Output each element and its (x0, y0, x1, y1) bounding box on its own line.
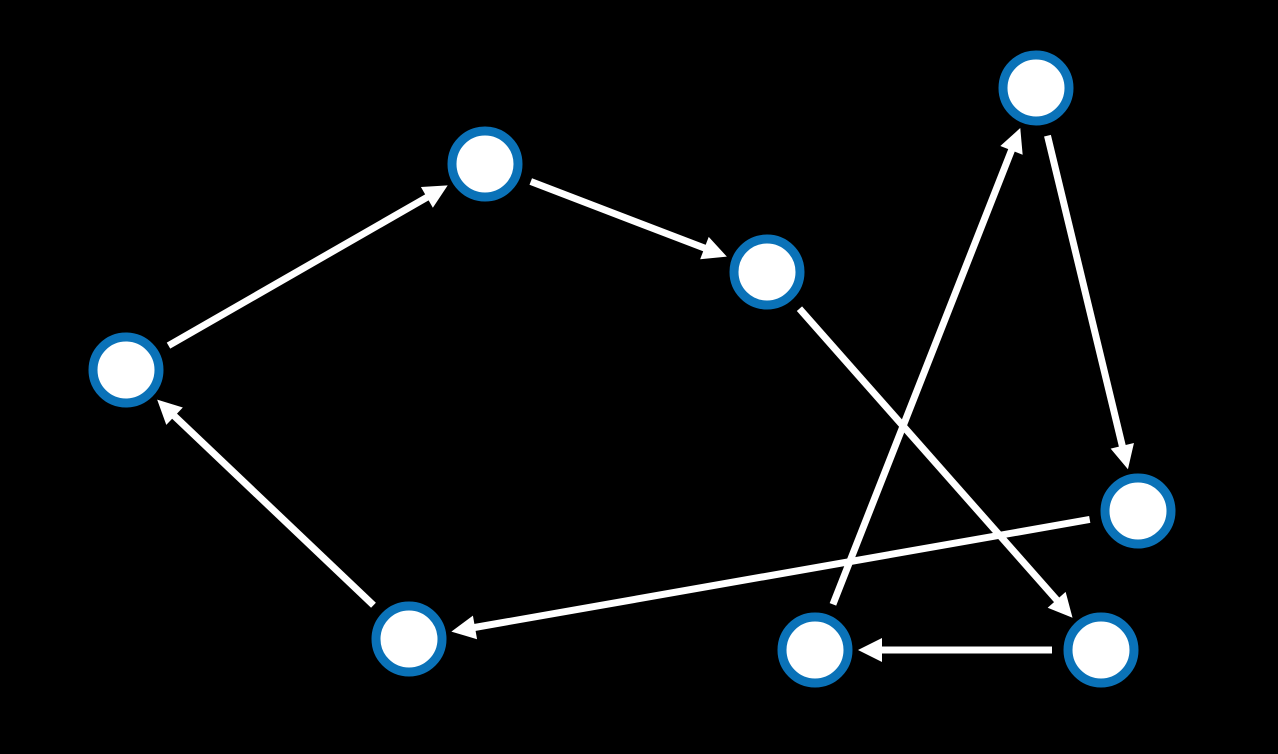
edge-line (796, 306, 1061, 604)
edge-n2-to-n3 (529, 178, 727, 260)
edge-n8-to-n1 (157, 399, 376, 608)
edge-arrowhead (157, 399, 183, 425)
graph-node-n8 (371, 601, 447, 677)
edge-line (829, 147, 1016, 606)
edge-line (166, 193, 431, 349)
edge-arrowhead (1110, 443, 1134, 470)
edge-n1-to-n2 (166, 185, 448, 349)
nodes-layer (88, 50, 1176, 688)
edge-line (170, 412, 376, 608)
graph-node-n5 (1100, 473, 1176, 549)
edge-line (529, 178, 708, 253)
edges-layer (157, 128, 1134, 662)
edge-n5-to-n8 (451, 516, 1091, 640)
edge-n6-to-n4 (829, 128, 1023, 606)
edge-arrowhead (451, 615, 478, 640)
edge-arrowhead (1000, 128, 1023, 155)
graph-node-n3 (729, 234, 805, 310)
edge-line (1044, 134, 1127, 449)
edge-n3-to-n7 (796, 306, 1073, 618)
graph-node-n6 (777, 612, 853, 688)
graph-node-n4 (998, 50, 1074, 126)
edge-n7-to-n6 (858, 638, 1052, 662)
graph-node-n1 (88, 332, 164, 408)
graph-node-n7 (1063, 612, 1139, 688)
edge-arrowhead (858, 638, 882, 662)
edge-arrowhead (420, 185, 448, 208)
edge-arrowhead (1047, 591, 1073, 618)
edge-arrowhead (700, 236, 727, 260)
edge-line (472, 516, 1091, 632)
graph-node-n2 (447, 126, 523, 202)
edge-n4-to-n5 (1044, 134, 1134, 470)
